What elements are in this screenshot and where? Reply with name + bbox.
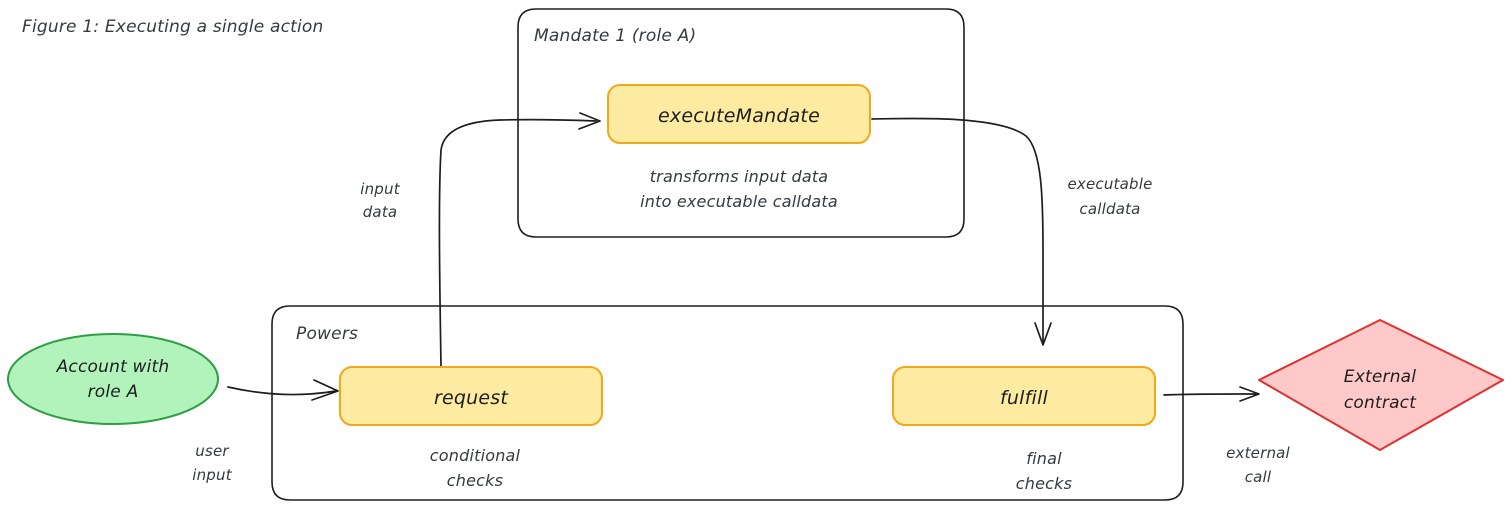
container-mandate: Mandate 1 (role A) <box>517 8 965 238</box>
edge-arrowhead-input-data <box>578 112 601 130</box>
account-label-line2: role A <box>88 382 139 402</box>
node-account[interactable]: Account with role A <box>7 333 219 425</box>
request-caption-line1: conditional <box>430 446 521 465</box>
external-contract-label-line1: External <box>1344 367 1417 387</box>
account-label-line1: Account with <box>56 357 170 377</box>
execute-mandate-rect-shape[interactable] <box>607 84 871 144</box>
edge-path-input-data <box>438 118 597 367</box>
execute-mandate-caption-line2: into executable calldata <box>640 192 838 211</box>
node-external-contract[interactable]: External contract <box>1258 319 1504 451</box>
edge-label-external-call-line1: external <box>1226 444 1290 462</box>
edge-arrowhead-user-input <box>311 379 339 401</box>
request-label: request <box>434 387 509 409</box>
powers-container-outline <box>271 305 1184 501</box>
request-rect-shape[interactable] <box>339 366 603 426</box>
edge-arrowhead-executable-calldata <box>1034 322 1052 346</box>
node-fulfill[interactable]: fulfill final checks <box>892 366 1156 493</box>
edge-execute-mandate-to-fulfill: executable calldata <box>871 117 1152 346</box>
fulfill-caption-line1: final <box>1026 449 1062 468</box>
edge-fulfill-to-external-contract: external call <box>1163 386 1290 486</box>
edge-label-user-input-line1: user <box>195 442 229 460</box>
edge-label-user-input-line2: input <box>192 466 233 484</box>
fulfill-rect-shape[interactable] <box>892 366 1156 426</box>
powers-container-label: Powers <box>296 324 358 344</box>
figure-title: Figure 1: Executing a single action <box>22 17 324 37</box>
edge-account-to-request: user input <box>192 379 339 484</box>
node-execute-mandate[interactable]: executeMandate transforms input data int… <box>607 84 871 211</box>
fulfill-label: fulfill <box>1000 387 1048 409</box>
request-caption-line2: checks <box>447 471 503 490</box>
container-powers: Powers <box>271 305 1184 501</box>
edge-label-external-call-line2: call <box>1245 468 1272 486</box>
fulfill-caption-line2: checks <box>1016 474 1072 493</box>
edge-path-external-call <box>1163 393 1259 396</box>
edge-label-input-data-line2: data <box>363 203 398 221</box>
node-request[interactable]: request conditional checks <box>339 366 603 490</box>
edge-path-user-input <box>227 386 337 396</box>
edge-label-executable-calldata-line2: calldata <box>1079 200 1140 218</box>
execute-mandate-label: executeMandate <box>658 105 820 127</box>
mandate-container-outline <box>517 8 965 238</box>
edge-label-executable-calldata-line1: executable <box>1067 175 1152 193</box>
edge-request-to-execute-mandate: input data <box>360 112 601 367</box>
edge-path-executable-calldata <box>871 117 1044 345</box>
external-contract-label-line2: contract <box>1344 393 1417 413</box>
mandate-container-label: Mandate 1 (role A) <box>534 26 696 46</box>
edge-arrowhead-external-call <box>1239 386 1260 402</box>
external-contract-diamond-shape[interactable] <box>1258 319 1504 451</box>
execute-mandate-caption-line1: transforms input data <box>650 167 829 186</box>
account-ellipse-shape[interactable] <box>7 333 219 425</box>
edge-label-input-data-line1: input <box>360 180 401 198</box>
